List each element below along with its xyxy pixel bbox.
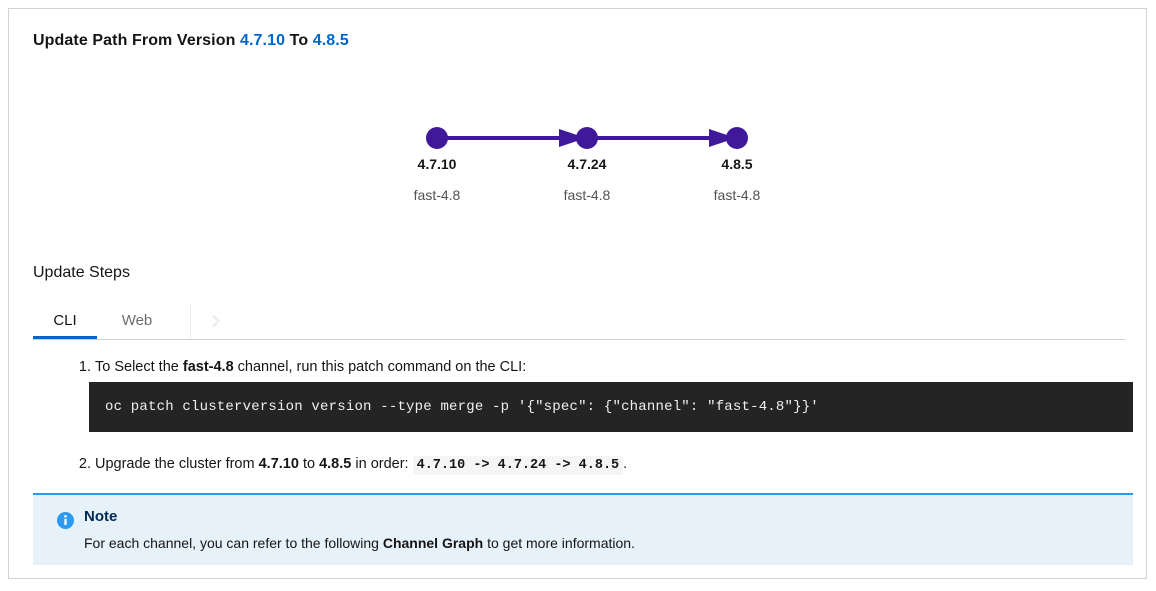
graph-node-0-channel: fast-4.8 — [413, 187, 461, 203]
update-steps-list: 1. To Select the fast-4.8 channel, run t… — [33, 357, 1133, 475]
patch-command-text: oc patch clusterversion version --type m… — [105, 399, 819, 415]
step-2-text-middle: to — [302, 456, 316, 472]
page-title: Update Path From Version 4.7.10 To 4.8.5 — [33, 32, 349, 50]
page-title-middle: To — [289, 32, 309, 49]
graph-node-2-version: 4.8.5 — [721, 156, 753, 172]
step-1-text-after: channel, run this patch command on the C… — [237, 359, 527, 375]
page-title-prefix: Update Path From Version — [33, 32, 236, 49]
update-steps-heading: Update Steps — [33, 264, 130, 281]
info-circle-icon — [57, 512, 74, 529]
graph-node-1-version: 4.7.24 — [567, 156, 607, 172]
tab-cli[interactable]: CLI — [33, 303, 97, 339]
update-path-graph-svg — [426, 127, 748, 149]
page-title-to-version: 4.8.5 — [312, 32, 349, 49]
graph-arrowhead-2 — [709, 129, 736, 147]
step-1-text-before: To Select the — [95, 359, 179, 375]
step-2-order-code: 4.7.10 -> 4.7.24 -> 4.8.5 — [412, 456, 624, 475]
tabs-scroll-right-button[interactable] — [190, 303, 240, 339]
update-path-card: Update Path From Version 4.7.10 To 4.8.5… — [8, 8, 1147, 579]
note-alert-body: For each channel, you can refer to the f… — [84, 535, 635, 551]
graph-node-2[interactable] — [726, 127, 748, 149]
update-step-2: 2. Upgrade the cluster from 4.7.10 to 4.… — [33, 454, 1133, 476]
patch-command-code-block[interactable]: oc patch clusterversion version --type m… — [89, 382, 1133, 432]
graph-node-0[interactable] — [426, 127, 448, 149]
update-step-1: 1. To Select the fast-4.8 channel, run t… — [33, 357, 1133, 379]
note-alert: Note For each channel, you can refer to … — [33, 493, 1133, 565]
step-2-text-before: Upgrade the cluster from — [95, 456, 255, 472]
graph-node-1-channel: fast-4.8 — [563, 187, 611, 203]
update-steps-tablist: CLI Web — [33, 303, 1125, 340]
step-1-channel: fast-4.8 — [182, 359, 234, 375]
update-step-1-number: 1. — [78, 359, 91, 375]
graph-arrowhead-1 — [559, 129, 586, 147]
chevron-right-icon — [211, 314, 220, 328]
note-alert-title: Note — [84, 508, 118, 525]
page-title-from-version: 4.7.10 — [240, 32, 286, 49]
tab-web[interactable]: Web — [121, 312, 153, 329]
update-step-2-number: 2. — [78, 456, 91, 472]
update-step-2-text: Upgrade the cluster from 4.7.10 to 4.8.5… — [95, 456, 628, 475]
note-channel-graph-link[interactable]: Channel Graph — [382, 535, 484, 551]
step-2-text-end: . — [623, 456, 628, 472]
step-2-to-version: 4.8.5 — [319, 456, 352, 472]
step-2-from-version: 4.7.10 — [258, 456, 299, 472]
graph-node-2-channel: fast-4.8 — [713, 187, 761, 203]
graph-node-0-version: 4.7.10 — [417, 156, 457, 172]
update-step-1-text: To Select the fast-4.8 channel, run this… — [95, 359, 526, 375]
note-body-after: to get more information. — [487, 535, 635, 551]
graph-node-1[interactable] — [576, 127, 598, 149]
note-body-before: For each channel, you can refer to the f… — [84, 535, 379, 551]
update-path-graph: 4.7.10 fast-4.8 4.7.24 fast-4.8 4.8.5 fa… — [399, 114, 779, 219]
step-2-text-order: in order: — [355, 456, 409, 472]
